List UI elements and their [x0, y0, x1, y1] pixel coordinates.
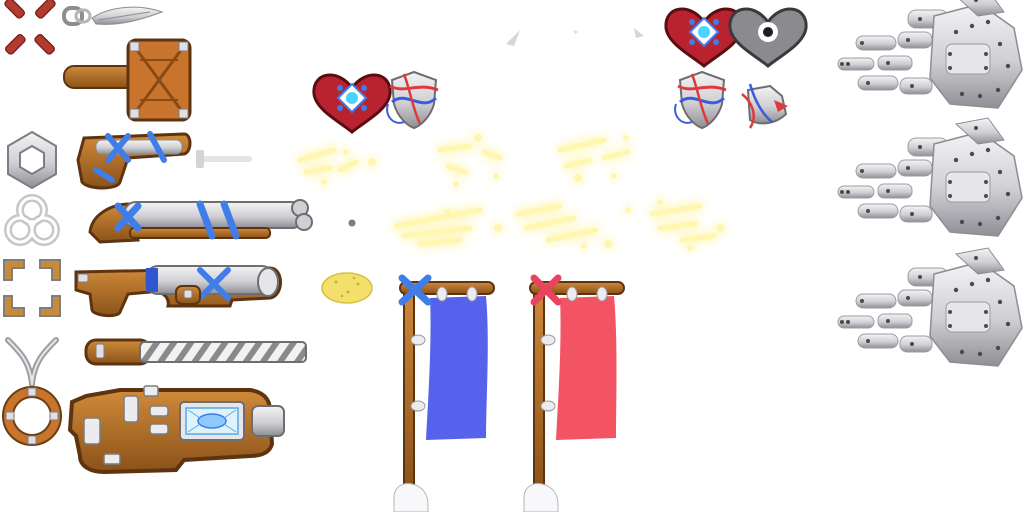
sponge [321, 272, 373, 304]
tri-ring-icon [4, 194, 60, 246]
crossed-pipes-icon [5, 337, 59, 387]
wooden-mallet [63, 38, 192, 122]
striped-lance [84, 338, 307, 366]
heavy-cannon [67, 385, 285, 475]
red-banner [523, 274, 625, 512]
debris-shard [506, 28, 644, 46]
taped-shield-icon [385, 70, 440, 130]
torn-shield-icon [741, 83, 788, 129]
glow-sparks [297, 134, 724, 251]
long-rifle [88, 199, 313, 244]
corner-brackets-icon [3, 259, 61, 317]
ring-icon [2, 386, 62, 446]
robot-hand [837, 117, 1023, 237]
robot-hand [837, 247, 1023, 367]
feather-blade-icon [91, 6, 164, 25]
blue-banner [393, 274, 495, 512]
chain-link-icon [62, 6, 92, 26]
taped-pistol [76, 131, 192, 190]
robot-hand [837, 0, 1023, 109]
heart-gem-red-icon [312, 73, 392, 134]
heart-gem-red-icon [664, 7, 744, 68]
taped-shield-icon [673, 70, 728, 130]
heart-gem-grey-icon [728, 7, 808, 68]
target-marker-icon [4, 0, 56, 55]
pellet [348, 219, 356, 227]
small-bolt [196, 150, 252, 168]
taped-blaster [74, 265, 282, 318]
hex-nut-icon [7, 130, 57, 190]
